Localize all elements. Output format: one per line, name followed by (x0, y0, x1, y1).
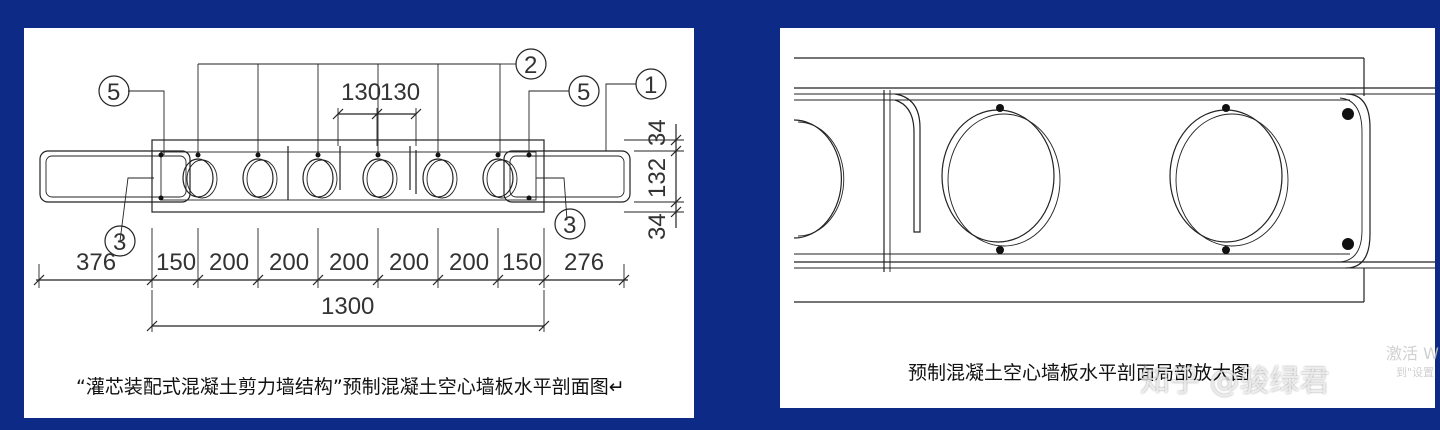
detail-drawing (793, 57, 1435, 303)
tie-bar-right-inner (509, 155, 625, 198)
dim-bottom-4: 200 (269, 249, 309, 276)
activate-watermark-sub: 到"设置 (1396, 366, 1435, 379)
callout-5-right-label: 5 (577, 79, 590, 106)
core-a (941, 109, 1055, 243)
callout-3-right-label: 3 (563, 212, 576, 239)
right-caption: 预制混凝土空心墙板水平剖面局部放大图 (908, 362, 1251, 384)
core-6 (482, 158, 514, 198)
core-3 (302, 158, 334, 198)
callout-1-label: 1 (644, 72, 657, 99)
leader-5-left (128, 90, 165, 155)
dim-bottom-9: 276 (564, 249, 604, 276)
core-b (1169, 109, 1283, 243)
tie-bar-left (39, 150, 191, 203)
dim-bottom-1: 376 (76, 249, 116, 276)
callout-2 (515, 48, 547, 80)
core-4-offset (366, 159, 398, 199)
core-1-offset (186, 159, 218, 199)
activate-watermark: 激活 W (1386, 344, 1439, 363)
callout-3-left (104, 225, 136, 257)
tie-bar-left-inner (45, 155, 187, 198)
core-2 (242, 158, 274, 198)
leader-5-right (528, 90, 569, 155)
dim-top: 130 130 (332, 79, 422, 146)
core-5 (422, 158, 454, 198)
dim-bottom-8: 150 (502, 249, 542, 276)
hollow-cores (182, 158, 518, 199)
callout-5-left-label: 5 (107, 79, 120, 106)
callout-3-left-label: 3 (113, 229, 126, 256)
tie-bar-right (503, 150, 631, 203)
dim-total: 1300 (321, 293, 374, 320)
dim-top-1: 130 (341, 79, 381, 106)
dim-bottom: 376 150 200 200 200 200 200 150 276 1300 (33, 228, 630, 332)
section-drawing: 5 2 5 1 3 3 130 130 (33, 48, 684, 332)
callout-1 (635, 68, 667, 100)
dim-bottom-7: 200 (449, 249, 489, 276)
core-a-inner (947, 113, 1061, 247)
callout-2-label: 2 (524, 52, 537, 79)
zhihu-watermark: 知乎 @骏绿君 (1140, 364, 1330, 399)
leader-3-left (119, 177, 154, 242)
right-panel: 预制混凝土空心墙板水平剖面局部放大图 (780, 28, 1435, 408)
core-b-inner (1175, 113, 1289, 247)
core-1 (182, 158, 214, 198)
callout-3-right (554, 208, 586, 240)
dim-right-2: 132 (644, 158, 671, 198)
dim-bottom-2: 150 (156, 249, 196, 276)
leader-3-right (536, 177, 568, 221)
callouts: 5 2 5 1 3 3 (98, 48, 667, 257)
callout-5-right (568, 75, 600, 107)
dim-right-1: 34 (644, 119, 671, 146)
callout-5-left (98, 75, 130, 107)
dim-bottom-6: 200 (389, 249, 429, 276)
leader-bracket-top (197, 63, 516, 155)
dim-bottom-3: 200 (209, 249, 249, 276)
core-4 (362, 158, 394, 198)
inner-frame (160, 151, 537, 201)
left-panel: 5 2 5 1 3 3 130 130 (24, 28, 694, 418)
dim-bottom-5: 200 (329, 249, 369, 276)
dim-right-3: 34 (644, 213, 671, 240)
core-3-offset (306, 159, 338, 199)
core-2-offset (246, 159, 278, 199)
dim-top-2: 130 (380, 79, 420, 106)
dim-right: 34 132 34 (624, 119, 684, 240)
rebar-dots-detail (996, 104, 1354, 254)
wall-outline (151, 139, 545, 213)
rebar-dots (158, 152, 532, 201)
core-6-offset (486, 159, 518, 199)
core-5-offset (426, 159, 458, 199)
leader-1 (605, 83, 636, 151)
left-caption: “灌芯装配式混凝土剪力墙结构”预制混凝土空心墙板水平剖面图↵ (76, 376, 625, 398)
